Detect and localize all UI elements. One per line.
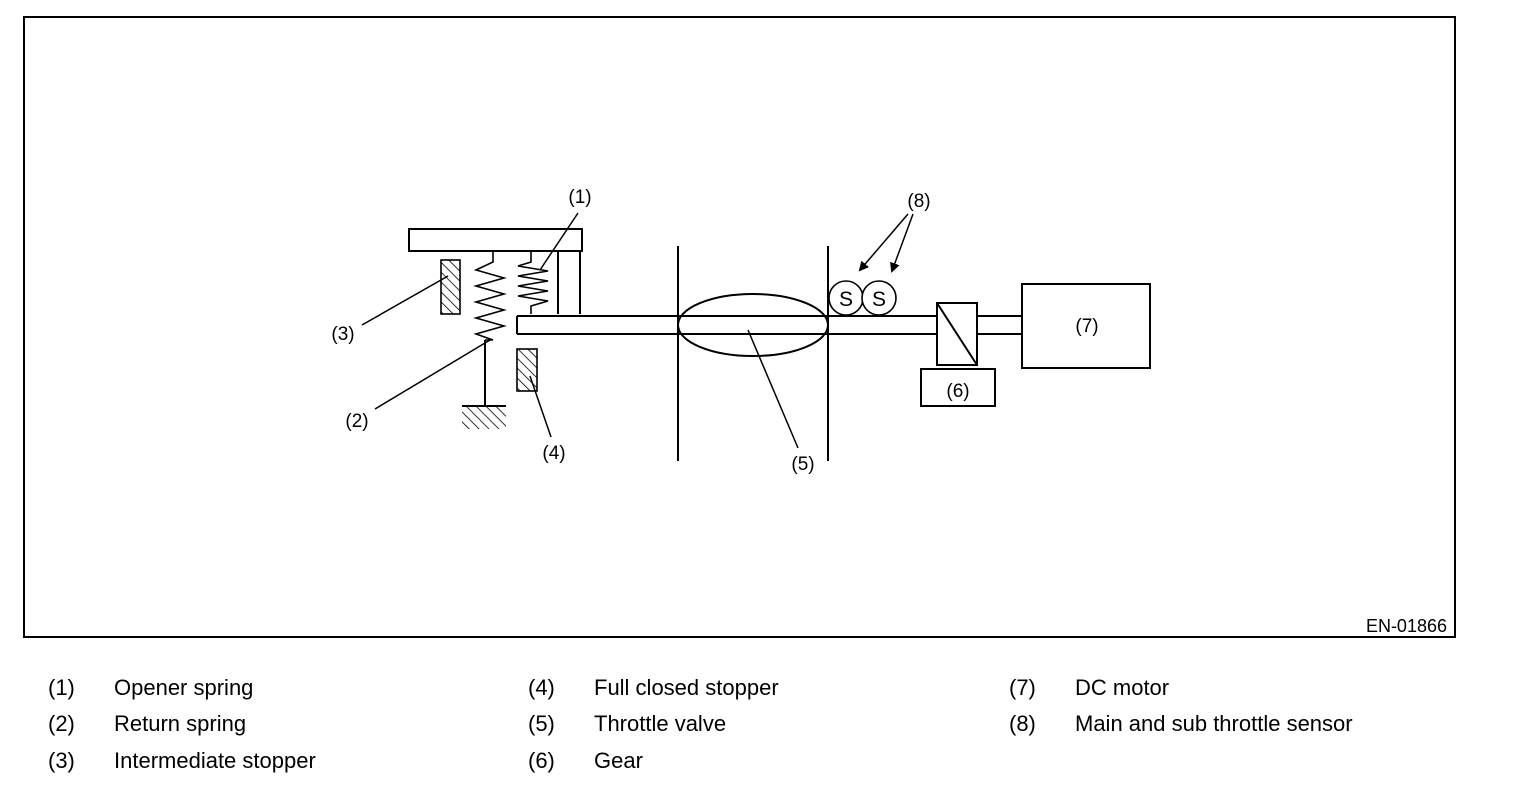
leader-3 (361, 275, 449, 326)
leader-1 (539, 212, 579, 271)
lever-bar (408, 228, 583, 252)
gear-diagonal (936, 302, 978, 366)
leader-2 (374, 339, 491, 410)
leader-5 (747, 329, 799, 449)
lever-bracket (557, 251, 581, 314)
ground-hatch (462, 407, 506, 429)
sensor-symbol: S (839, 288, 853, 311)
callout-1: (1) (568, 187, 591, 208)
figure-frame (23, 16, 1456, 638)
callout-5: (5) (791, 454, 814, 475)
leader-8b (890, 213, 914, 273)
callout-8: (8) (907, 191, 930, 212)
sensor-symbol: S (872, 288, 886, 311)
callout-4: (4) (542, 443, 565, 464)
callout-7: (7) (1075, 316, 1098, 337)
callout-3: (3) (331, 324, 354, 345)
gear-label-box (920, 368, 996, 407)
main-throttle-sensor: S (828, 280, 864, 316)
return-spring (473, 251, 507, 341)
sub-throttle-sensor: S (861, 280, 897, 316)
leader-4 (529, 375, 552, 438)
callout-6: (6) (946, 381, 969, 402)
full-closed-stopper (516, 348, 538, 392)
figure-id-label: EN-01866 (1366, 616, 1447, 636)
callout-2: (2) (345, 411, 368, 432)
throttle-valve (677, 293, 829, 357)
intermediate-stopper (440, 259, 461, 315)
opener-spring (517, 251, 549, 314)
dc-motor-box (1021, 283, 1151, 369)
leader-8a (858, 213, 909, 272)
